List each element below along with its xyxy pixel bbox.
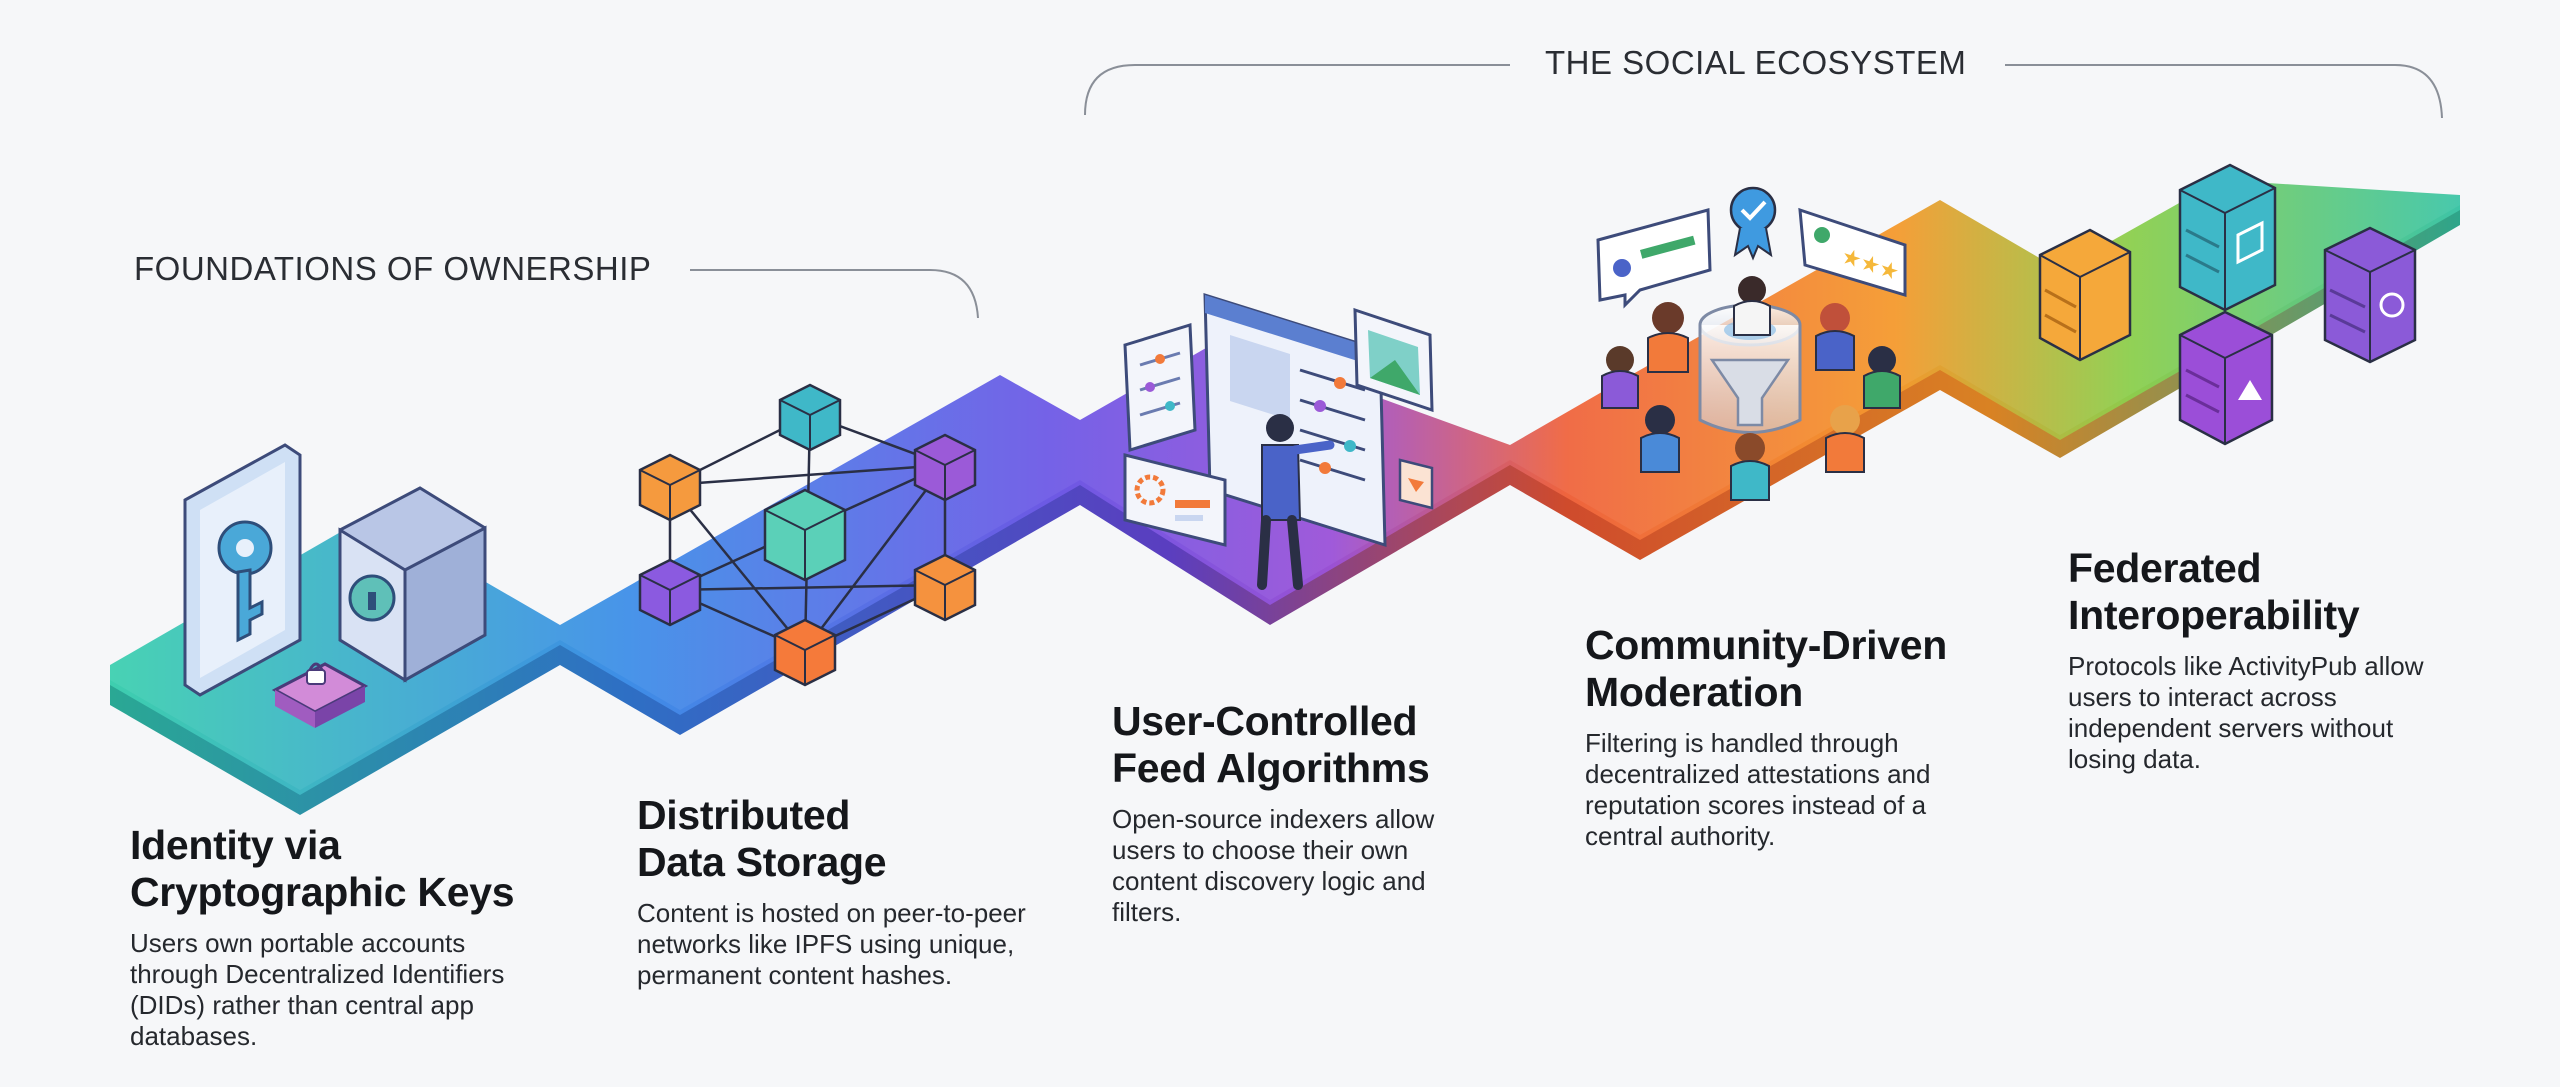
person-icon (1640, 405, 1680, 473)
cube-center (763, 488, 847, 582)
rating-bubble-icon: ★★★ (1798, 207, 1907, 298)
community-people (1601, 276, 1901, 501)
person-icon (1647, 302, 1689, 373)
ecosystem-bracket-line (1084, 64, 2443, 119)
settings-card-icon (1123, 453, 1227, 547)
foundations-heading: FOUNDATIONS OF OWNERSHIP (134, 250, 652, 287)
person-icon (1257, 414, 1335, 590)
cube-top (778, 383, 842, 452)
person-icon (1601, 346, 1639, 409)
verified-badge-icon (1729, 186, 1777, 261)
dashboard-screen-icon (1203, 292, 1387, 548)
person-icon (1815, 303, 1855, 371)
network-cubes (638, 383, 977, 687)
server-rack-icon (2323, 226, 2417, 364)
slider-panel-icon (1123, 322, 1197, 453)
step-description: Content is hosted on peer-to-peer networ… (637, 898, 1026, 990)
server-rack-icon (2038, 228, 2132, 362)
cube-bottom-left (638, 558, 702, 627)
cube-right (913, 433, 977, 502)
key-icon (183, 443, 302, 697)
ecosystem-heading: THE SOCIAL ECOSYSTEM (1545, 44, 1967, 81)
step-description: Users own portable accounts through Dece… (130, 928, 505, 1051)
padlock-icon (271, 662, 369, 728)
server-rack-icon (2178, 310, 2274, 446)
step-description: Protocols like ActivityPub allow users t… (2068, 651, 2424, 774)
chat-bubble-icon (1596, 208, 1712, 309)
cube-bottom-right (913, 553, 977, 622)
cube-bottom (773, 618, 837, 687)
exit-card-icon (1398, 458, 1434, 510)
step-description: Open-source indexers allow users to choo… (1112, 804, 1435, 927)
server-rack-icon (2178, 163, 2277, 312)
person-icon (1825, 405, 1865, 473)
cube-left (638, 453, 702, 522)
person-icon (1863, 346, 1901, 409)
foundations-bracket-line (690, 269, 979, 319)
image-card-icon (1353, 307, 1434, 413)
step-description: Filtering is handled through decentraliz… (1585, 728, 1931, 851)
person-icon (1730, 433, 1770, 501)
person-icon (1733, 276, 1771, 336)
vault-icon (338, 486, 487, 683)
